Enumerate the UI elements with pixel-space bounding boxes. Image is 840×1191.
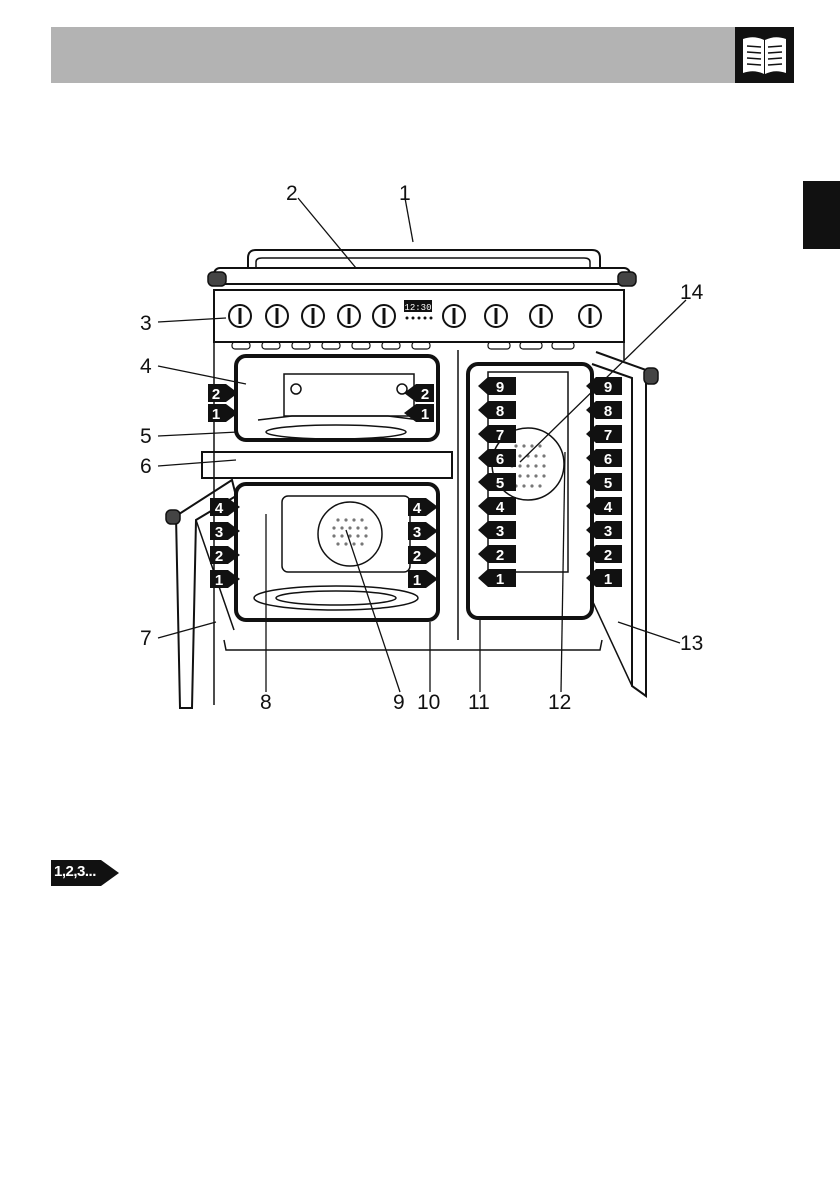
svg-text:4: 4	[413, 500, 422, 517]
callout-12: 12	[548, 692, 571, 713]
callout-10: 10	[417, 692, 440, 713]
svg-text:7: 7	[496, 427, 504, 444]
callout-7: 7	[140, 628, 152, 649]
callout-4: 4	[140, 356, 152, 377]
svg-text:4: 4	[604, 499, 613, 516]
shelf-badge-bottom-right-2: 2	[408, 546, 438, 565]
callout-11: 11	[468, 692, 490, 713]
shelf-badge-right-left-6: 6	[478, 449, 516, 468]
svg-text:2: 2	[413, 548, 421, 565]
svg-text:5: 5	[496, 475, 504, 492]
shelf-badge-right-left-9: 9	[478, 377, 516, 396]
shelf-badge-top-right-2: 2	[404, 384, 434, 403]
shelf-badge-bottom-right-3: 3	[408, 522, 438, 541]
svg-text:8: 8	[604, 403, 612, 420]
svg-text:6: 6	[496, 451, 504, 468]
svg-text:2: 2	[421, 386, 429, 403]
svg-text:9: 9	[604, 379, 612, 396]
svg-text:7: 7	[604, 427, 612, 444]
shelf-badge-right-left-7: 7	[478, 425, 516, 444]
svg-text:3: 3	[496, 523, 504, 540]
svg-text:6: 6	[604, 451, 612, 468]
svg-text:4: 4	[496, 499, 505, 516]
svg-text:5: 5	[604, 475, 612, 492]
shelf-badge-right-left-4: 4	[478, 497, 516, 516]
svg-text:1: 1	[212, 406, 220, 423]
svg-text:2: 2	[496, 547, 504, 564]
callout-14: 14	[680, 282, 703, 303]
callout-1: 1	[399, 183, 411, 204]
callout-3: 3	[140, 313, 152, 334]
shelf-badge-top-right-1: 1	[404, 404, 434, 423]
callout-2: 2	[286, 183, 298, 204]
shelf-badge-right-left-5: 5	[478, 473, 516, 492]
shelf-badge-right-left-8: 8	[478, 401, 516, 420]
callout-9: 9	[393, 692, 405, 713]
svg-text:1: 1	[413, 572, 421, 589]
clock-display: 12:30	[404, 303, 431, 313]
nav-badge-label: 1,2,3...	[54, 864, 96, 879]
svg-text:9: 9	[496, 379, 504, 396]
svg-text:1: 1	[421, 406, 429, 423]
svg-text:3: 3	[413, 524, 421, 541]
svg-text:3: 3	[604, 523, 612, 540]
svg-text:2: 2	[212, 386, 220, 403]
svg-text:8: 8	[496, 403, 504, 420]
shelf-badge-top-left-1: 1	[208, 404, 238, 423]
shelf-badge-bottom-right-1: 1	[408, 570, 438, 589]
svg-text:1: 1	[604, 571, 612, 588]
callout-8: 8	[260, 692, 272, 713]
svg-text:1: 1	[496, 571, 504, 588]
shelf-badge-bottom-right-4: 4	[408, 498, 438, 517]
svg-text:4: 4	[215, 500, 224, 517]
shelf-badge-right-left-2: 2	[478, 545, 516, 564]
shelf-badge-right-left-1: 1	[478, 569, 516, 588]
svg-text:2: 2	[604, 547, 612, 564]
shelf-badge-top-left-2: 2	[208, 384, 238, 403]
callout-13: 13	[680, 633, 703, 654]
shelf-badge-right-left-3: 3	[478, 521, 516, 540]
svg-text:3: 3	[215, 524, 223, 541]
callout-6: 6	[140, 456, 152, 477]
svg-text:1: 1	[215, 572, 223, 589]
callout-5: 5	[140, 426, 152, 447]
svg-text:2: 2	[215, 548, 223, 565]
